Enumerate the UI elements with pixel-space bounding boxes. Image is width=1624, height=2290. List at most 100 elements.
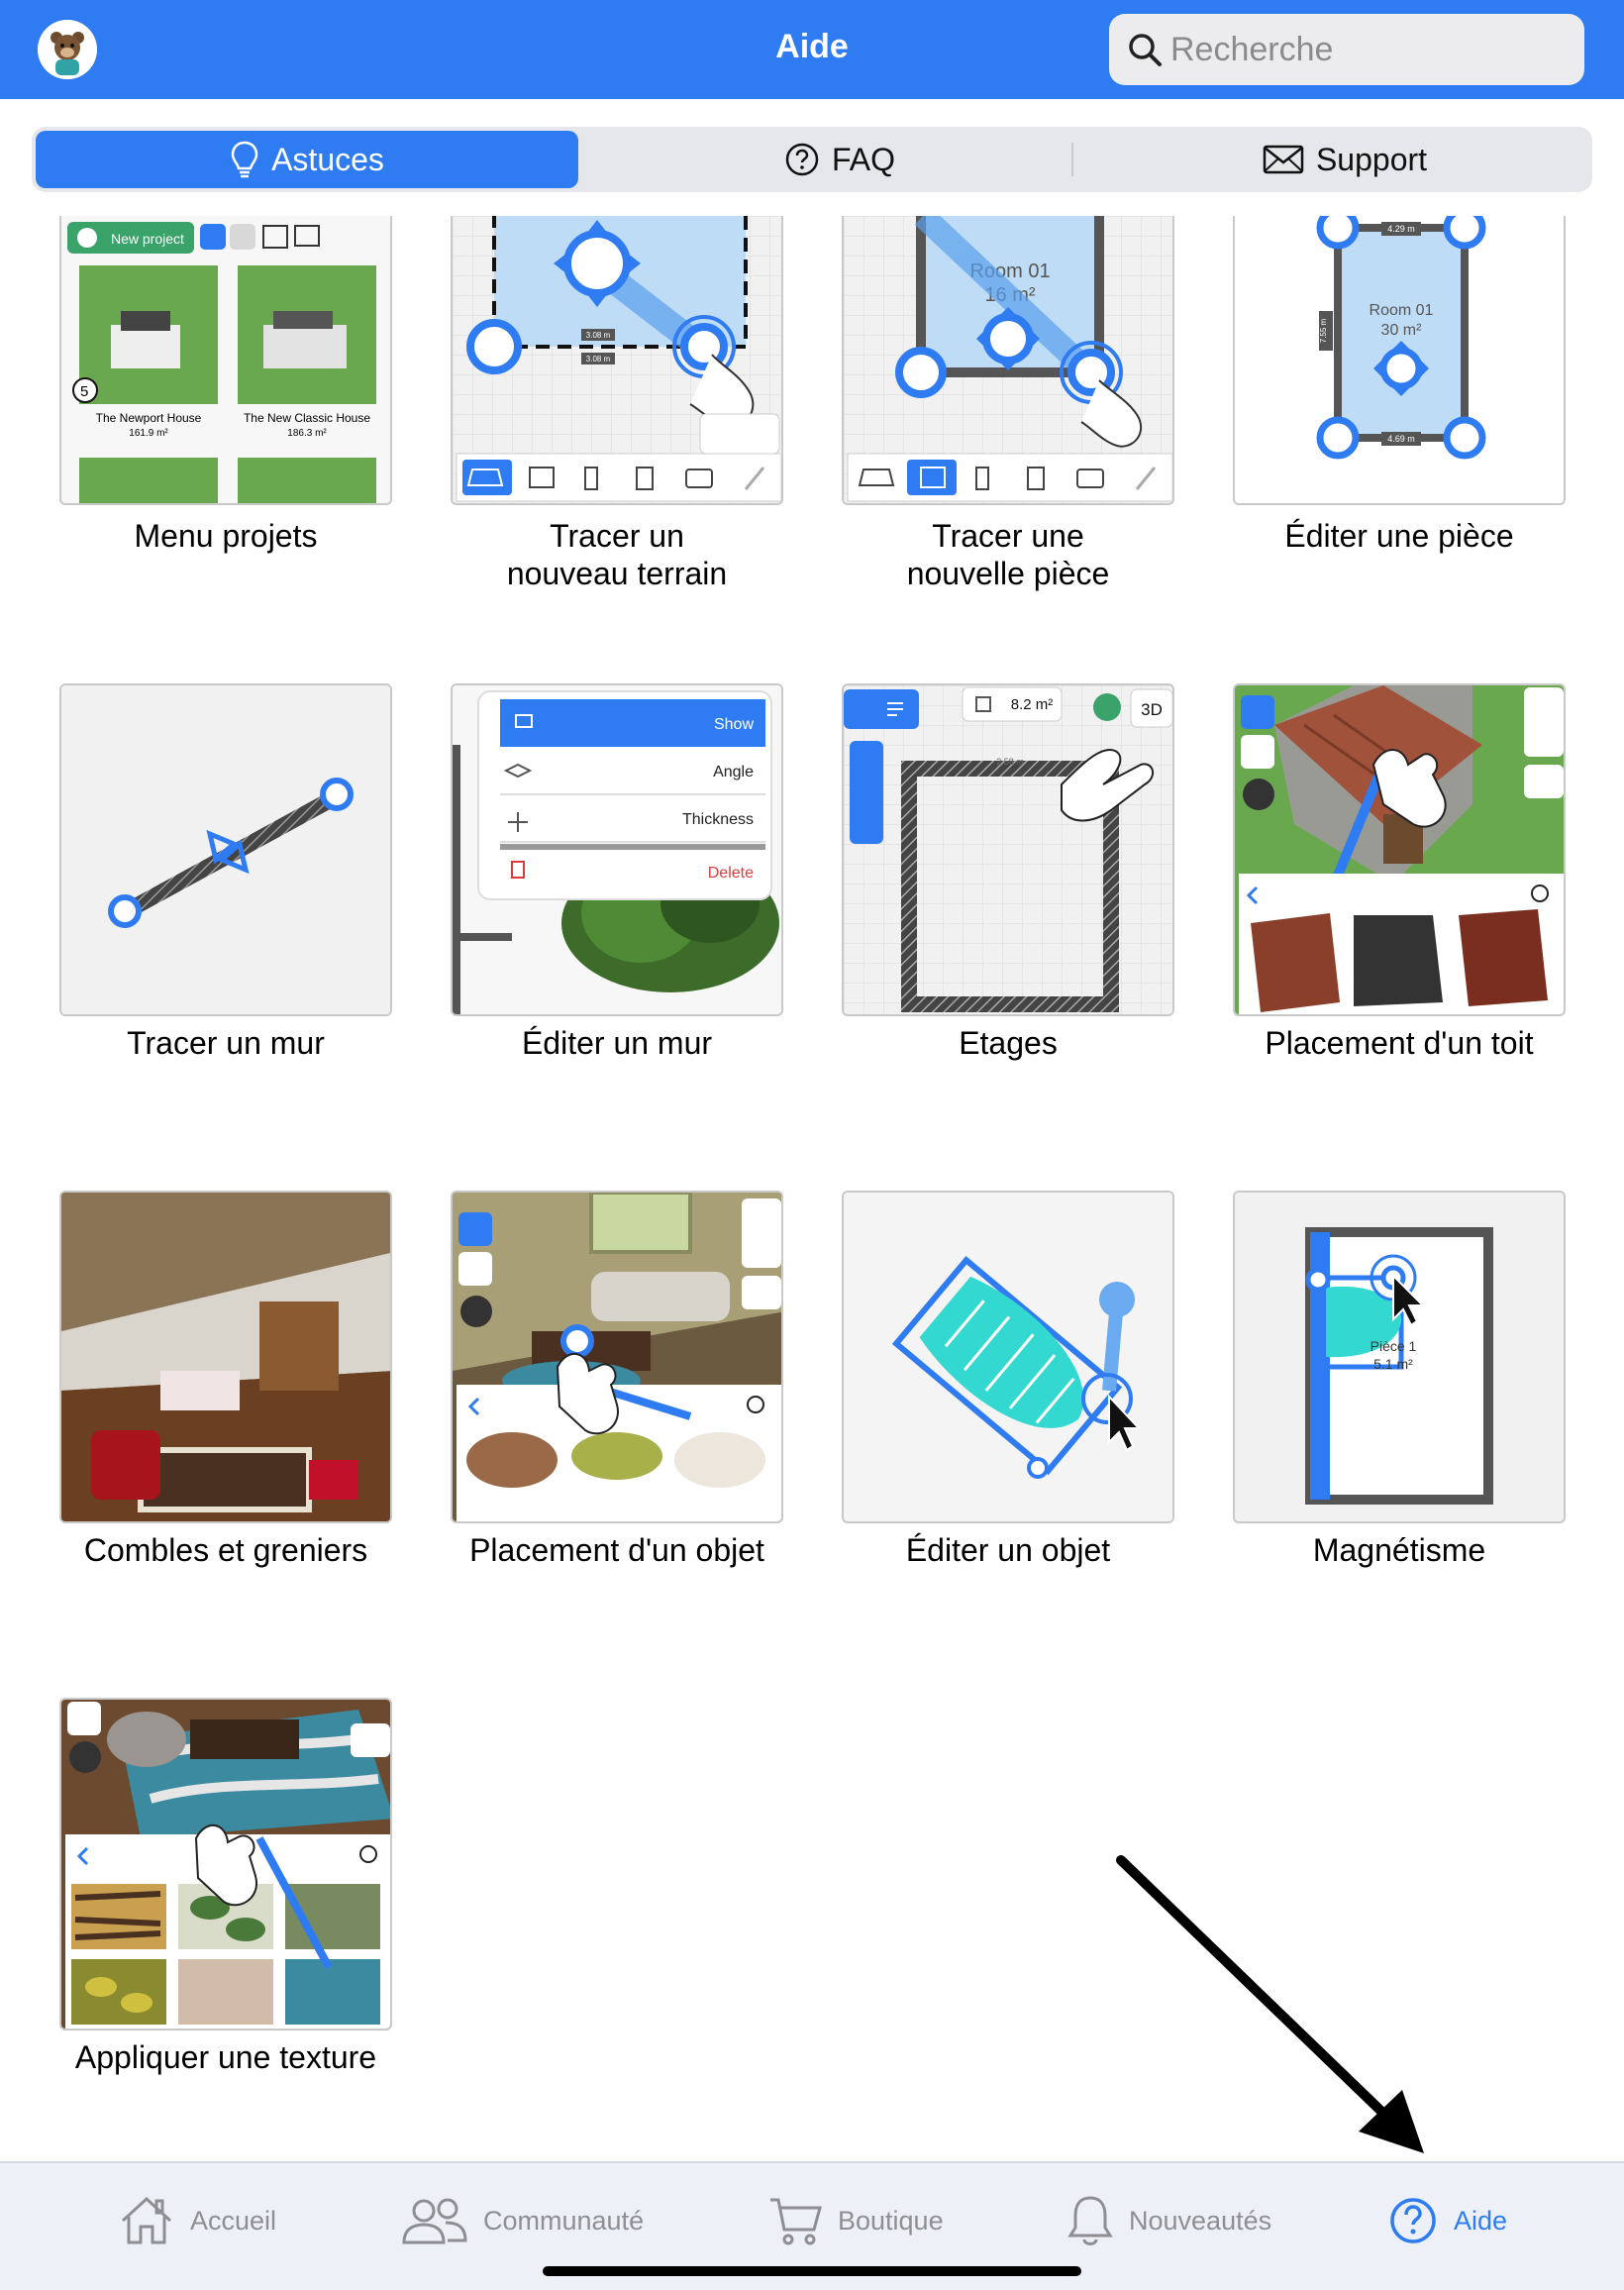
tab-support[interactable]: Support [1101,131,1588,188]
dimension-label: 2.58 m [996,757,1024,767]
tip-thumbnail [451,1191,783,1523]
tab-boutique-label: Boutique [838,2205,944,2236]
tip-card-combles[interactable]: Combles et greniers [59,1191,392,1577]
tip-thumbnail [1233,683,1566,1016]
apply-texture-illustration [61,1700,390,2029]
people-icon [402,2198,467,2244]
floor-area: 8.2 m² [1011,696,1054,713]
tab-support-label: Support [1315,141,1428,177]
tip-title: Appliquer une texture [74,2039,377,2075]
home-indicator [543,2266,1081,2276]
tip-card-editer-piece[interactable]: 4.29 m 7.55 m 4.69 m Room 01 30 m² Édite… [1233,216,1566,592]
tab-faq[interactable]: FAQ [578,131,1101,188]
tip-card-appliquer-texture[interactable]: Appliquer une texture [59,1698,392,2084]
tip-title: Menu projets [134,518,318,554]
floors-illustration: 8.2 m² 3D 2.58 m [844,685,1172,1014]
tip-card-menu-projets[interactable]: New project 5 The Newport House 161.9 m²… [59,216,392,592]
edit-wall-illustration: Show Angle Thickness Delete [453,685,781,1014]
draw-room-illustration: Room 01 16 m² [844,216,1172,503]
tip-thumbnail: 3.08 m 3.08 m [451,216,783,505]
tab-nouveautes[interactable]: Nouveautés [1067,2193,1271,2248]
tab-accueil-label: Accueil [190,2205,277,2236]
room-area: 5.1 m² [1373,1356,1413,1372]
object-placement-illustration [453,1193,781,1521]
house-area-2: 186.3 m² [287,428,327,439]
badge-number: 5 [80,383,88,400]
tip-card-tracer-terrain[interactable]: 3.08 m 3.08 m Tracer un nouveau terrain [451,216,783,592]
edit-room-illustration: 4.29 m 7.55 m 4.69 m Room 01 30 m² [1235,216,1564,503]
house-area-1: 161.9 m² [129,428,168,439]
dimension-label: 3.08 m [586,355,611,364]
bear-mascot-icon [38,20,97,79]
tip-thumbnail: Room 01 16 m² [842,216,1174,505]
top-bar: Aide [0,0,1624,99]
tab-communaute-label: Communauté [483,2205,645,2236]
tip-title: Tracer un nouveau terrain [506,518,728,591]
tip-title: Placement d'un toit [1265,1025,1534,1061]
search-icon [1129,34,1162,66]
tip-thumbnail [842,1191,1174,1523]
menu-item-show: Show [714,716,754,733]
segment-divider [1071,143,1073,176]
draw-wall-illustration [61,685,390,1014]
tab-astuces-label: Astuces [271,141,384,177]
tip-title: Éditer un mur [521,1025,713,1061]
projects-menu-illustration: New project 5 The Newport House 161.9 m²… [61,216,390,503]
room-name: Pièce 1 [1370,1338,1417,1354]
search-input[interactable] [1170,26,1567,73]
edit-object-illustration [844,1193,1172,1521]
tab-nouveautes-label: Nouveautés [1129,2205,1272,2236]
tip-title: Magnétisme [1312,1532,1486,1568]
tip-card-placement-toit[interactable]: Placement d'un toit [1233,683,1566,1070]
envelope-icon [1263,145,1304,174]
tab-communaute[interactable]: Communauté [402,2193,644,2248]
house-name-1: The Newport House [96,411,202,425]
house-icon [121,2196,172,2244]
cart-icon [770,2198,822,2245]
tip-title: Éditer un objet [905,1532,1111,1568]
attic-illustration [61,1193,390,1521]
dimension-label: 4.69 m [1387,434,1415,444]
question-circle-icon [785,143,819,176]
roof-placement-illustration [1235,685,1564,1014]
dimension-label: 4.29 m [1387,224,1415,234]
tab-accueil[interactable]: Accueil [119,2193,276,2248]
tip-thumbnail [59,1698,392,2030]
view-mode-label: 3D [1141,700,1163,719]
annotation-arrow [1116,1855,1424,2153]
search-bar[interactable] [1109,14,1584,85]
tab-aide[interactable]: Aide [1388,2193,1507,2248]
room-area: 30 m² [1381,322,1423,339]
tip-card-editer-objet[interactable]: Éditer un objet [842,1191,1174,1577]
tip-card-placement-objet[interactable]: Placement d'un objet [451,1191,783,1577]
tip-thumbnail: Show Angle Thickness Delete [451,683,783,1016]
tip-title: Tracer une nouvelle pièce [906,518,1110,591]
tip-title: Tracer un mur [127,1025,325,1061]
tip-thumbnail: 4.29 m 7.55 m 4.69 m Room 01 30 m² [1233,216,1566,505]
avatar[interactable] [38,20,97,79]
dimension-label: 7.55 m [1319,318,1328,343]
tip-thumbnail: 8.2 m² 3D 2.58 m [842,683,1174,1016]
bell-icon [1067,2196,1113,2245]
dimension-label: 3.08 m [586,331,611,340]
menu-item-angle: Angle [713,764,754,781]
tab-faq-label: FAQ [831,141,895,177]
tip-thumbnail [59,1191,392,1523]
menu-item-thickness: Thickness [682,811,754,828]
tip-title: Combles et greniers [83,1532,368,1568]
tab-astuces[interactable]: Astuces [36,131,578,188]
tab-boutique[interactable]: Boutique [768,2193,944,2248]
tab-aide-label: Aide [1454,2205,1508,2236]
draw-terrain-illustration: 3.08 m 3.08 m [453,216,781,503]
tip-card-etages[interactable]: 8.2 m² 3D 2.58 m Etages [842,683,1174,1070]
tip-card-editer-mur[interactable]: Show Angle Thickness Delete Éditer un mu… [451,683,783,1070]
tip-card-tracer-piece[interactable]: Room 01 16 m² Tracer une nouvelle pièce [842,216,1174,592]
lightbulb-icon [231,141,258,178]
tip-card-tracer-mur[interactable]: Tracer un mur [59,683,392,1070]
house-name-2: The New Classic House [244,411,370,425]
tip-title: Éditer une pièce [1284,518,1514,554]
tip-card-magnetisme[interactable]: Pièce 1 5.1 m² Magnétisme [1233,1191,1566,1577]
question-circle-icon [1390,2198,1436,2243]
tip-thumbnail [59,683,392,1016]
room-name: Room 01 [1370,302,1434,319]
